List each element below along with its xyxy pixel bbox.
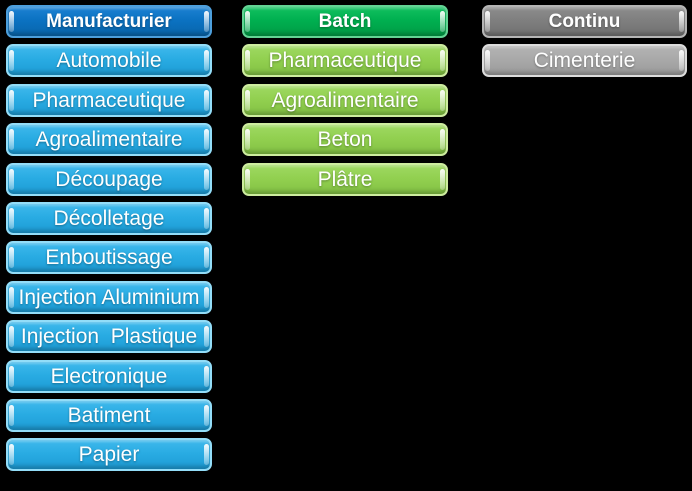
button-label: Cimenterie [533,49,636,73]
button-decoupage[interactable]: Découpage [6,162,212,196]
button-label: Injection Aluminium [18,285,200,309]
button-batch[interactable]: Batch [242,5,448,38]
button-electronique[interactable]: Electronique [6,359,212,393]
button-label: Beton [317,128,373,152]
column-manufacturier: Manufacturier Automobile Pharmaceutique … [6,5,212,472]
button-agroalimentaire[interactable]: Agroalimentaire [6,123,212,157]
button-injection-aluminium[interactable]: Injection Aluminium [6,280,212,314]
button-label: Batiment [67,403,151,427]
button-platre[interactable]: Plâtre [242,162,448,196]
button-label: Décolletage [53,206,165,230]
button-enboutissage[interactable]: Enboutissage [6,241,212,275]
button-continu[interactable]: Continu [482,5,687,38]
column-batch: Batch Pharmaceutique Agroalimentaire Bet… [242,5,448,196]
button-decolletage[interactable]: Décolletage [6,201,212,235]
button-label: Agroalimentaire [35,128,183,152]
column-continu: Continu Cimenterie [482,5,687,78]
button-batch-agroalimentaire[interactable]: Agroalimentaire [242,83,448,117]
button-label: Electronique [50,364,168,388]
button-batch-pharmaceutique[interactable]: Pharmaceutique [242,44,448,78]
button-label: Manufacturier [46,11,172,32]
button-label: Plâtre [317,167,373,191]
button-label: Agroalimentaire [271,88,419,112]
button-manufacturier[interactable]: Manufacturier [6,5,212,38]
button-label: Automobile [56,49,162,73]
button-label: Papier [78,443,140,467]
button-label: Injection Plastique [20,325,198,349]
button-batiment[interactable]: Batiment [6,398,212,432]
button-label: Batch [318,11,372,32]
button-automobile[interactable]: Automobile [6,44,212,78]
button-injection-plastique[interactable]: Injection Plastique [6,320,212,354]
button-pharmaceutique[interactable]: Pharmaceutique [6,83,212,117]
button-beton[interactable]: Beton [242,123,448,157]
button-label: Enboutissage [45,246,173,270]
button-label: Pharmaceutique [268,49,422,73]
button-label: Pharmaceutique [32,88,186,112]
button-label: Continu [548,11,621,32]
button-papier[interactable]: Papier [6,438,212,472]
button-label: Découpage [55,167,163,191]
button-cimenterie[interactable]: Cimenterie [482,44,687,78]
